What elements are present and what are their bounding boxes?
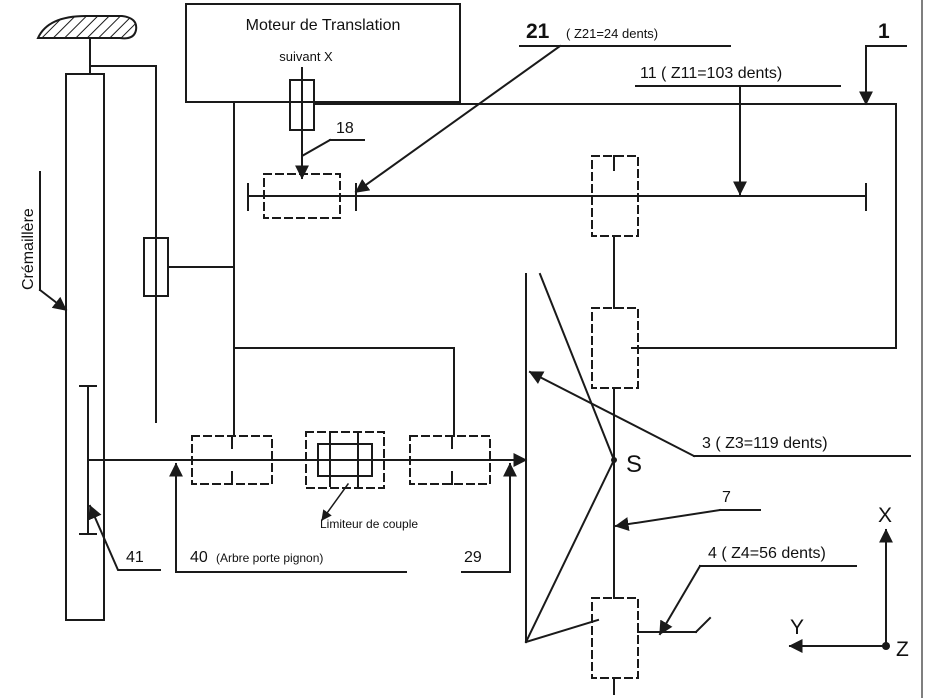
label-s: S: [626, 451, 642, 478]
label-rack: Crémaillère: [20, 208, 37, 290]
label-40: 40: [190, 549, 208, 566]
motor-title-line1: Moteur de Translation: [246, 17, 401, 34]
leader-40-line: [169, 462, 407, 573]
shaft-40-right-bearing: [409, 435, 491, 485]
label-41: 41: [126, 549, 144, 566]
leader-3-line: [528, 370, 696, 458]
leader-1-line: [859, 45, 907, 106]
label-29: 29: [464, 549, 482, 566]
leader-21-line: [354, 44, 562, 194]
gear-4-bearing: [591, 597, 639, 679]
rack-body: [65, 73, 105, 621]
label-4: 4 ( Z4=56 dents): [708, 545, 826, 562]
label-torque-limiter: Limiteur de couple: [320, 517, 418, 531]
label-40-detail: (Arbre porte pignon): [216, 551, 323, 565]
ground-support-hatched: [36, 15, 138, 40]
point-s-dot: [611, 457, 617, 463]
leader-torque-limiter-line: [320, 482, 350, 522]
label-21: 21: [526, 20, 550, 43]
bevel-gear-3-bottom: [524, 618, 600, 644]
label-18: 18: [336, 120, 354, 137]
leader-7-line: [614, 508, 722, 532]
leader-41-line: [88, 504, 161, 571]
label-1: 1: [878, 20, 890, 43]
bevel-gear-3-outline: [524, 272, 616, 644]
motor-box: [185, 3, 461, 103]
label-7: 7: [722, 489, 731, 506]
torque-limiter-inner: [317, 443, 373, 477]
label-3: 3 ( Z3=119 dents): [702, 435, 828, 452]
axis-y-label: Y: [790, 616, 804, 639]
gear-4-tip: [694, 616, 712, 634]
leader-29-line: [461, 462, 517, 573]
axis-x-label: X: [878, 504, 892, 527]
axis-z-origin: [882, 642, 890, 650]
axis-z-label: Z: [896, 638, 909, 661]
leader-18-line: [295, 138, 332, 180]
label-21-detail: ( Z21=24 dents): [566, 26, 658, 41]
leader-rack-line: [38, 288, 68, 312]
label-11: 11 ( Z11=103 dents): [640, 65, 782, 82]
leader-4-line: [658, 564, 702, 636]
motor-title-line2: suivant X: [279, 49, 333, 64]
